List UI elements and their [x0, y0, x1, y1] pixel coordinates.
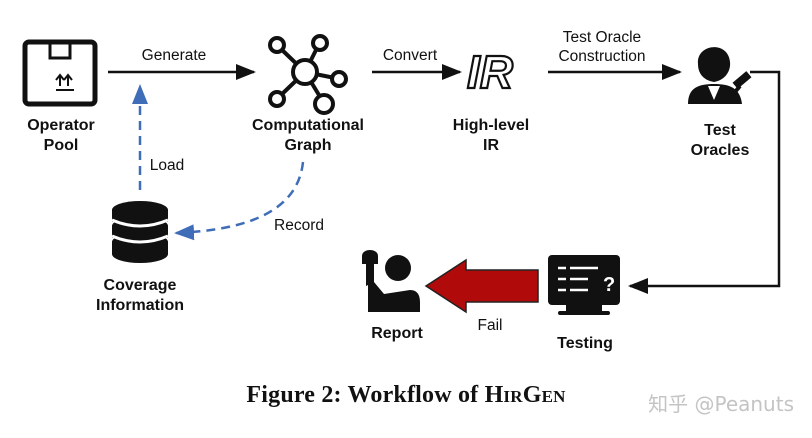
- generate-label: Generate: [141, 47, 207, 64]
- coverage-information-label: Coverage Information: [96, 277, 184, 314]
- box-icon: [22, 39, 98, 107]
- graph-icon: [268, 34, 348, 115]
- record-arrow: [174, 161, 305, 241]
- svg-text:?: ?: [603, 274, 615, 296]
- test-oracles-label: Test Oracles: [690, 122, 750, 159]
- record-label: Record: [274, 217, 324, 234]
- database-icon: [111, 201, 169, 263]
- load-label: Load: [149, 157, 185, 174]
- computational-graph-label: Computational Graph: [252, 117, 364, 154]
- ir-icon-text: IR: [467, 46, 513, 98]
- person-raising-hand-icon: [362, 250, 420, 312]
- tool-name: HirGen: [484, 382, 566, 408]
- testing-label: Testing: [557, 335, 613, 352]
- convert-label: Convert: [382, 47, 438, 64]
- high-level-ir-label: High-level IR: [452, 117, 530, 154]
- fail-arrow: [424, 258, 539, 314]
- ir-icon: IR: [466, 45, 514, 99]
- report-label: Report: [371, 325, 423, 342]
- watermark: 知乎 @Peanuts: [648, 392, 794, 416]
- operator-pool-label: Operator Pool: [27, 117, 95, 154]
- monitor-icon: ?: [548, 255, 620, 315]
- test-oracle-construction-label: Test Oracle Construction: [558, 29, 646, 66]
- fail-label: Fail: [477, 317, 503, 334]
- oracles-to-testing-arrow: [628, 70, 781, 294]
- judge-icon: [688, 47, 752, 104]
- figure-caption: Figure 2: Workflow of HirGen: [246, 382, 566, 408]
